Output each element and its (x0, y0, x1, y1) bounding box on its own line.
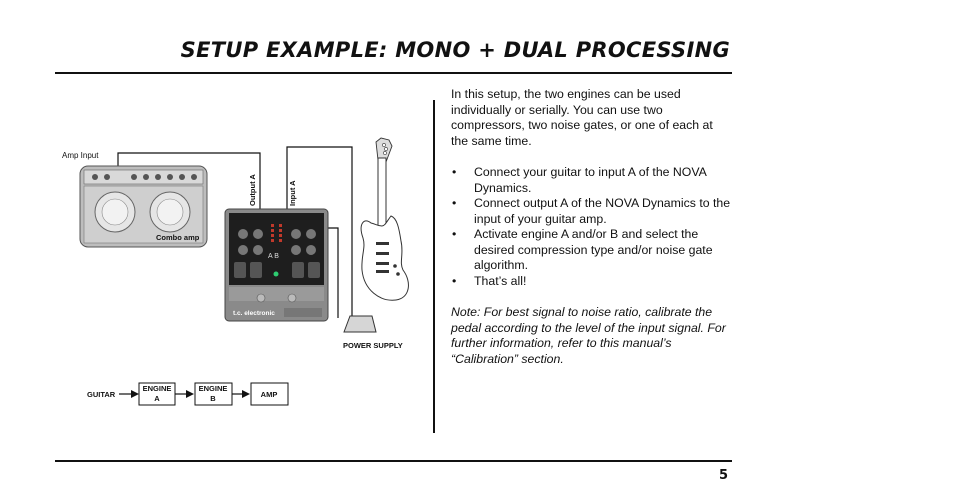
chain-block-1-line1: ENGINE (143, 384, 172, 393)
amp-input-label: Amp Input (62, 151, 99, 160)
chain-start-label: GUITAR (87, 390, 116, 399)
combo-amp-label: Combo amp (156, 233, 200, 242)
page-title: SETUP EXAMPLE: MONO + DUAL PROCESSING (180, 38, 730, 62)
pedal-ab-label: A B (268, 253, 279, 260)
list-item: That’s all! (451, 274, 733, 290)
power-supply-label: POWER SUPPLY (343, 341, 403, 350)
list-item: Connect output A of the NOVA Dynamics to… (451, 196, 733, 227)
chain-block-1-line2: A (154, 394, 160, 403)
calibration-note: Note: For best signal to noise ratio, ca… (451, 305, 726, 366)
signal-chain: GUITAR ENGINE A ENGINE B AMP (87, 382, 289, 406)
nova-dynamics-pedal: A B t.c. electronic (224, 208, 329, 322)
header-rule (55, 72, 732, 74)
chain-block-2-line2: B (210, 394, 216, 403)
page-number: 5 (719, 468, 729, 483)
electric-guitar (360, 137, 409, 301)
instruction-list: Connect your guitar to input A of the NO… (451, 165, 733, 289)
chain-block-3-line1: AMP (261, 390, 278, 399)
list-item: Activate engine A and/or B and select th… (451, 227, 733, 274)
list-item: Connect your guitar to input A of the NO… (451, 165, 733, 196)
footer-rule (55, 460, 732, 462)
output-a-label: Output A (248, 174, 257, 206)
combo-amp (79, 165, 208, 248)
body-text: In this setup, the two engines can be us… (451, 87, 733, 367)
input-a-label: Input A (288, 180, 297, 206)
chain-block-2-line1: ENGINE (199, 384, 228, 393)
intro-paragraph: In this setup, the two engines can be us… (451, 87, 713, 148)
power-supply (343, 315, 377, 333)
column-divider (433, 100, 435, 433)
brand-label: t.c. electronic (233, 310, 275, 317)
